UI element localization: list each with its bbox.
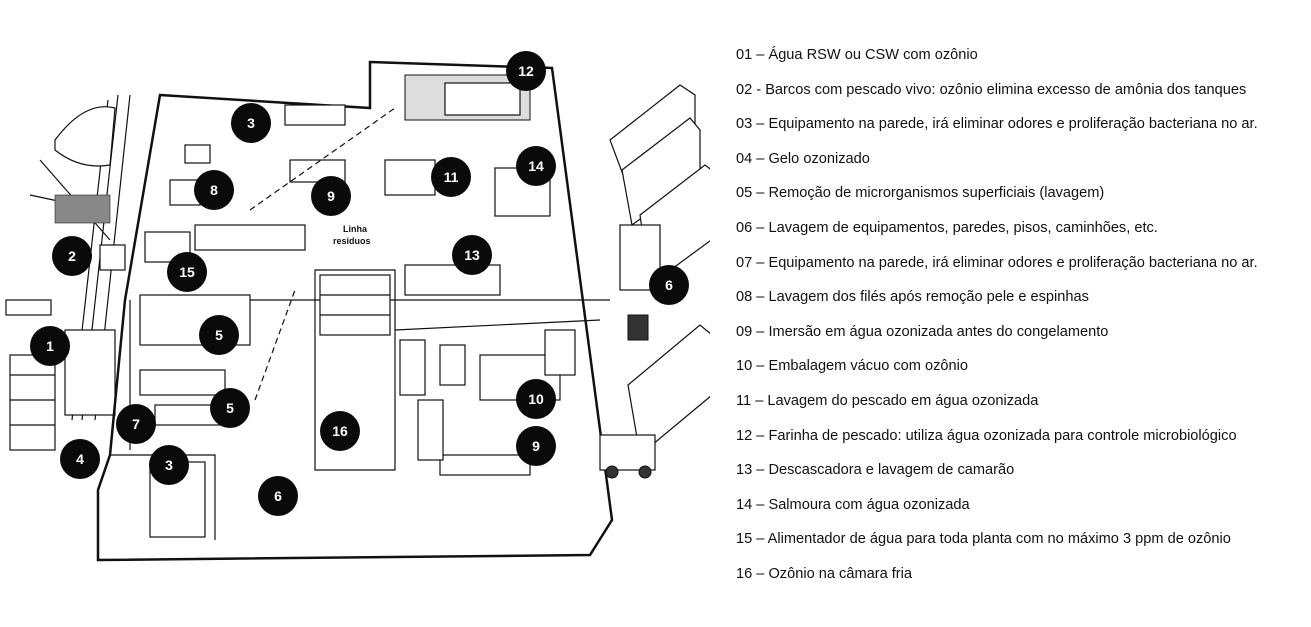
- svg-text:15: 15: [179, 264, 195, 280]
- fish-plant-floor-plan: Linha resíduos 1 2 3 3 4 5 5 6 6 7 8 9 9…: [5, 51, 710, 562]
- waste-line-label-2: resíduos: [333, 236, 371, 246]
- building-walls: [96, 60, 614, 562]
- marker-9-top: 9: [311, 176, 351, 216]
- svg-text:11: 11: [444, 169, 459, 185]
- svg-text:14: 14: [528, 158, 544, 174]
- svg-text:8: 8: [210, 182, 218, 198]
- marker-6-floor: 6: [258, 476, 298, 516]
- svg-text:7: 7: [132, 416, 140, 432]
- svg-text:12: 12: [518, 63, 534, 79]
- svg-text:3: 3: [165, 457, 173, 473]
- marker-7: 7: [116, 404, 156, 444]
- svg-text:4: 4: [76, 451, 84, 467]
- legend-item-03: 03 – Equipamento na parede, irá eliminar…: [736, 116, 1258, 133]
- legend-item-16: 16 – Ozônio na câmara fria: [736, 565, 913, 582]
- legend-item-11: 11 – Lavagem do pescado em água ozonizad…: [736, 392, 1039, 409]
- svg-text:16: 16: [332, 423, 348, 439]
- legend-item-10: 10 – Embalagem vácuo com ozônio: [736, 358, 969, 375]
- marker-6-truck: 6: [649, 265, 689, 305]
- svg-text:1: 1: [46, 338, 54, 354]
- legend-item-07: 07 – Equipamento na parede, irá eliminar…: [736, 254, 1258, 271]
- svg-text:9: 9: [327, 188, 335, 204]
- legend-item-12: 12 – Farinha de pescado: utiliza água oz…: [736, 427, 1237, 444]
- legend-item-01: 01 – Água RSW ou CSW com ozônio: [736, 47, 978, 63]
- svg-text:5: 5: [226, 400, 234, 416]
- svg-text:3: 3: [247, 115, 255, 131]
- marker-12: 12: [506, 51, 546, 91]
- legend-item-05: 05 – Remoção de microrganismos superfici…: [736, 185, 1105, 202]
- marker-16: 16: [320, 411, 360, 451]
- svg-text:6: 6: [665, 277, 673, 293]
- marker-10: 10: [516, 379, 556, 419]
- svg-text:2: 2: [68, 248, 76, 264]
- marker-13: 13: [452, 235, 492, 275]
- marker-3-top: 3: [231, 103, 271, 143]
- svg-text:10: 10: [528, 391, 544, 407]
- marker-8: 8: [194, 170, 234, 210]
- legend-item-15: 15 – Alimentador de água para toda plant…: [736, 531, 1231, 548]
- marker-2: 2: [52, 236, 92, 276]
- marker-9-bottom: 9: [516, 426, 556, 466]
- dock-area: [5, 94, 131, 451]
- trucks: [599, 84, 710, 479]
- marker-3-bottom: 3: [149, 445, 189, 485]
- marker-1: 1: [30, 326, 70, 366]
- legend-item-14: 14 – Salmoura com água ozonizada: [736, 496, 970, 513]
- marker-5-top: 5: [199, 315, 239, 355]
- svg-text:9: 9: [532, 438, 540, 454]
- marker-14: 14: [516, 146, 556, 186]
- marker-15: 15: [167, 252, 207, 292]
- legend-item-13: 13 – Descascadora e lavagem de camarão: [736, 462, 1015, 479]
- svg-text:5: 5: [215, 327, 223, 343]
- legend-item-09: 09 – Imersão em água ozonizada antes do …: [736, 323, 1109, 340]
- legend-item-06: 06 – Lavagem de equipamentos, paredes, p…: [736, 219, 1158, 236]
- marker-11: 11: [431, 157, 471, 197]
- marker-4: 4: [60, 439, 100, 479]
- svg-text:6: 6: [274, 488, 282, 504]
- legend-item-02: 02 - Barcos com pescado vivo: ozônio eli…: [736, 81, 1247, 98]
- waste-line-label-1: Linha: [343, 224, 368, 234]
- marker-5-bottom: 5: [210, 388, 250, 428]
- legend-item-04: 04 – Gelo ozonizado: [736, 150, 870, 167]
- svg-text:13: 13: [464, 247, 480, 263]
- legend-item-08: 08 – Lavagem dos filés após remoção pele…: [736, 289, 1089, 306]
- legend-list: 01 – Água RSW ou CSW com ozônio 02 - Bar…: [736, 38, 1306, 592]
